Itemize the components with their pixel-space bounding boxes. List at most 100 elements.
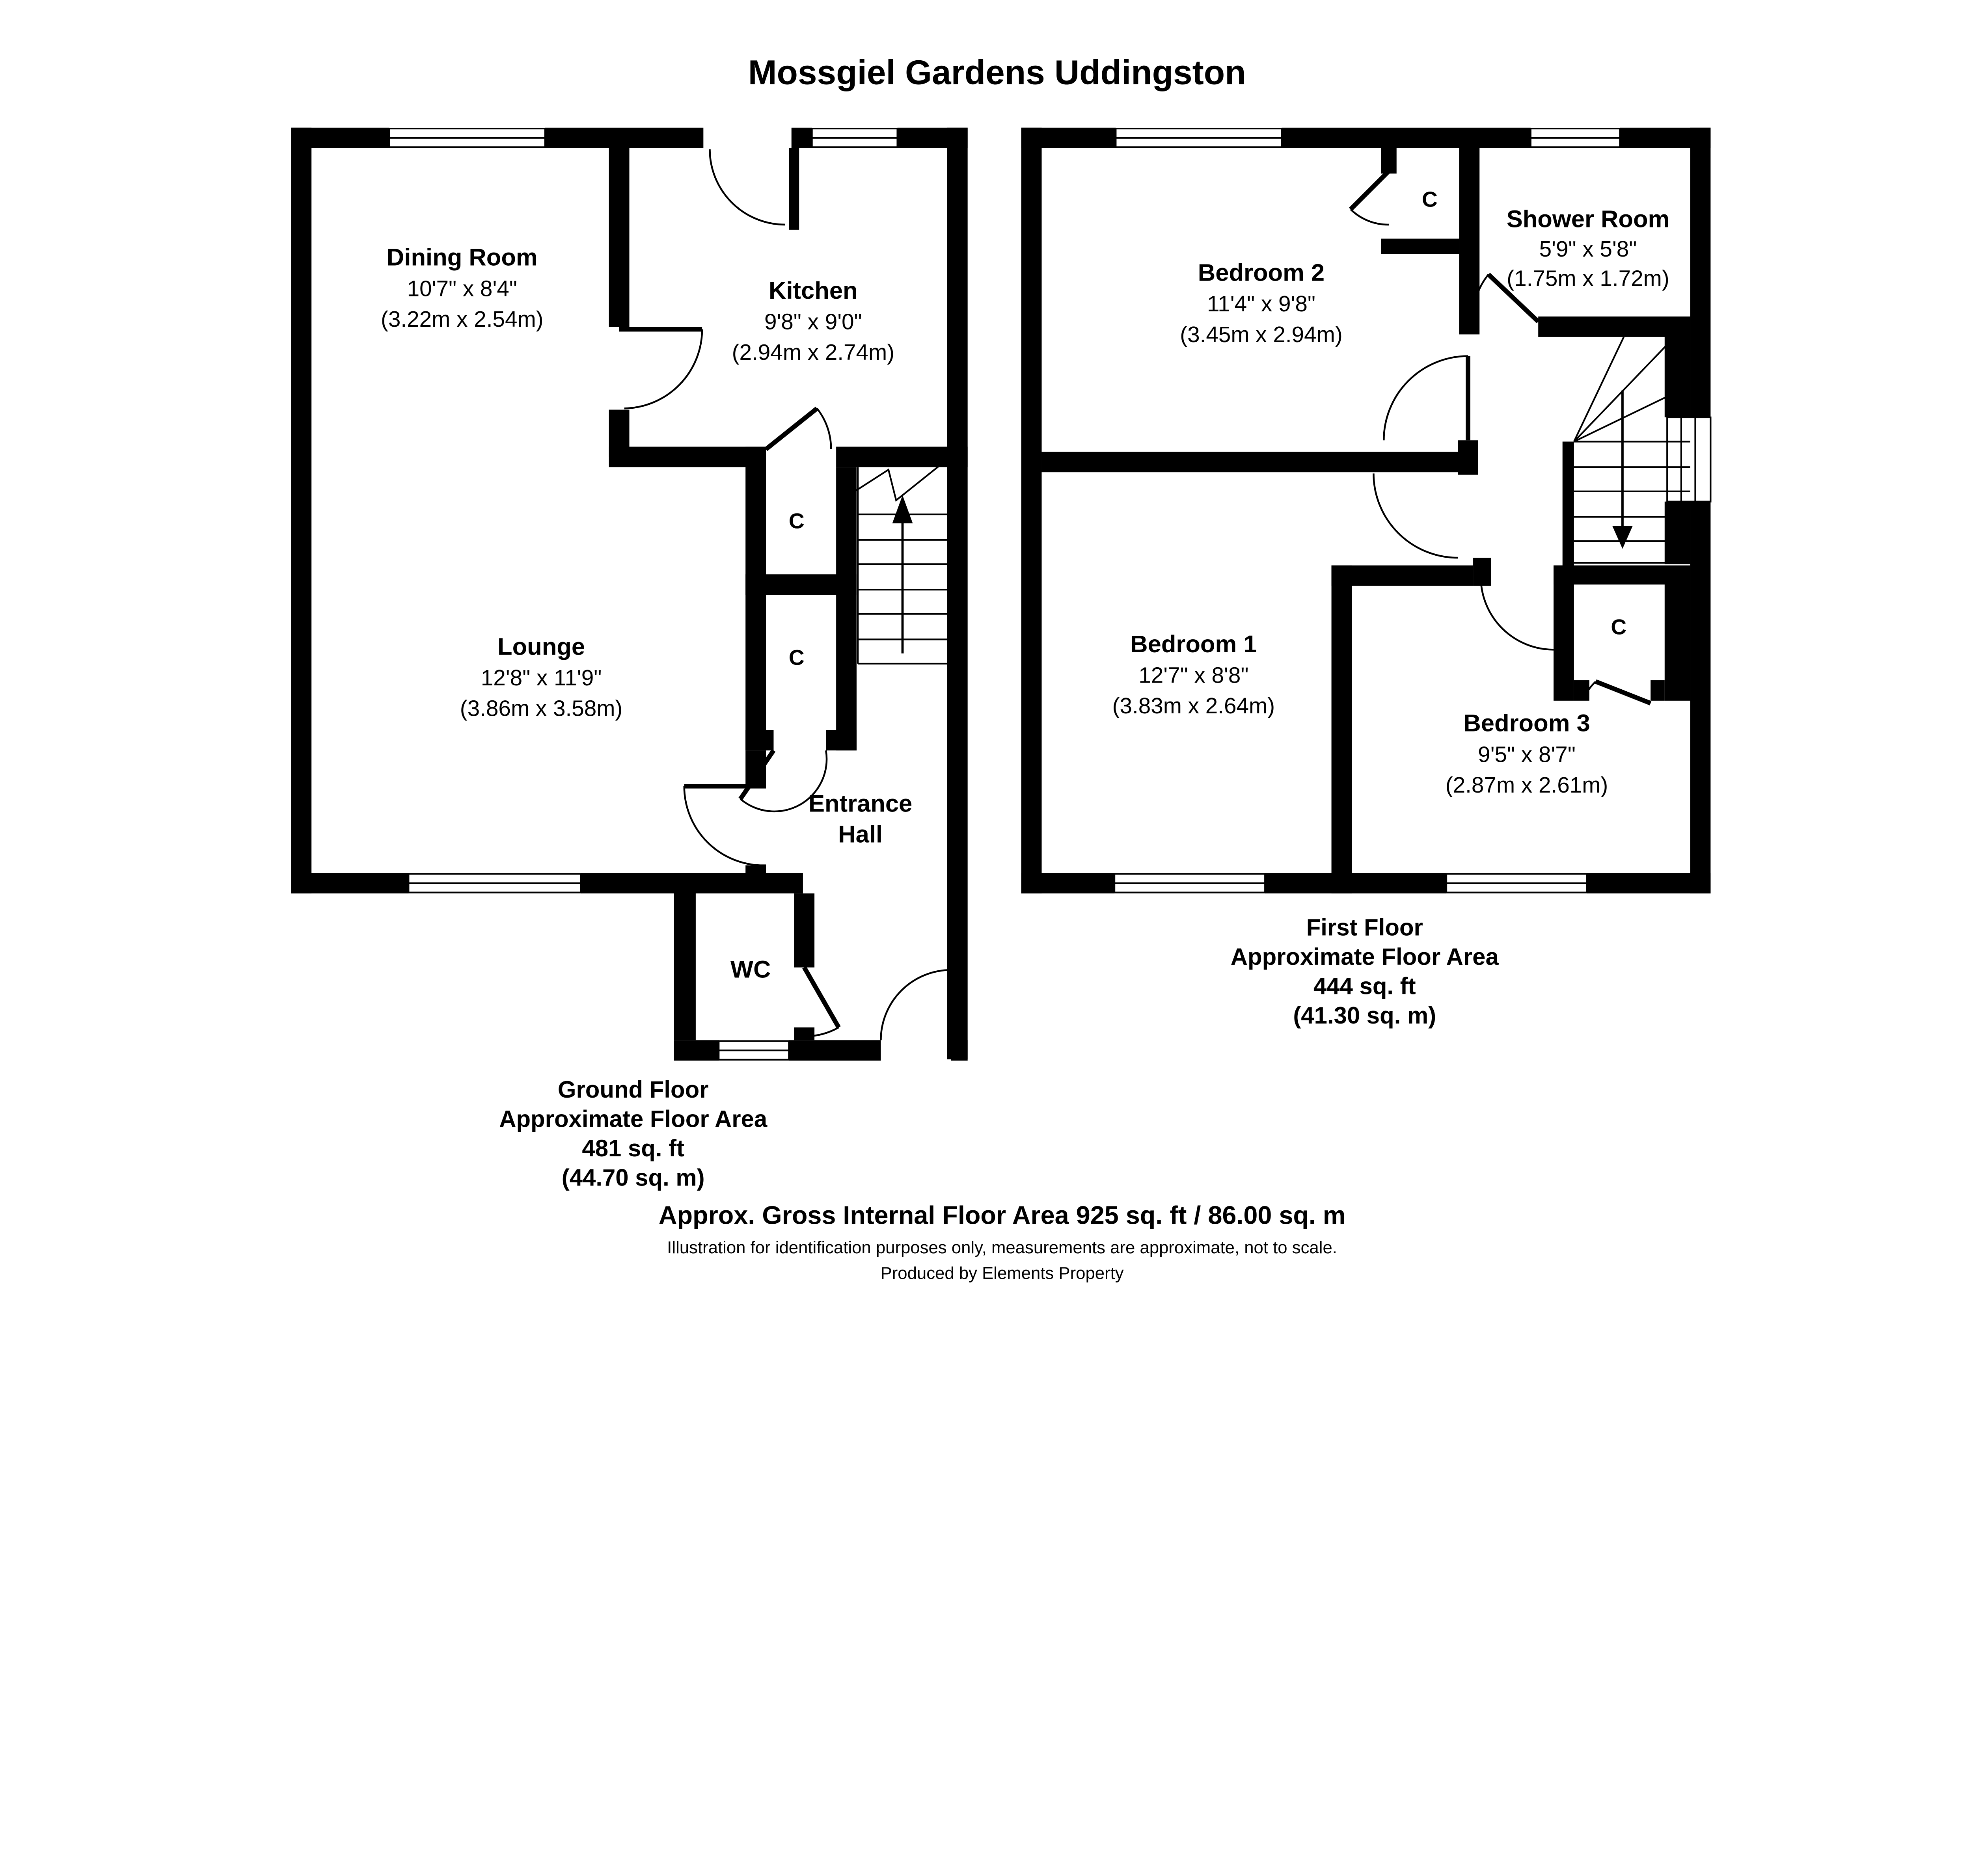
wall-segment [1587, 873, 1711, 893]
wall-segment [1021, 127, 1042, 893]
wall-segment [609, 148, 630, 327]
bedroom2-dims-metric: (3.45m x 2.94m) [1180, 322, 1342, 347]
wall-segment [1331, 565, 1474, 586]
wall-segment [1458, 440, 1478, 475]
stair-winder-line [1573, 344, 1668, 442]
shower-door-leaf [1487, 273, 1540, 324]
closet-top-door-leaf [764, 406, 819, 451]
wall-segment [1690, 501, 1711, 893]
closet-top-door-arc [816, 408, 832, 449]
wall-segment [951, 1040, 968, 1061]
floorplan-canvas: Mossgiel Gardens Uddingston Dining Room … [0, 0, 1971, 1392]
wall-segment [745, 865, 766, 873]
ground-floor-summary-line2: Approximate Floor Area [499, 1106, 768, 1132]
floorplan-page: Mossgiel Gardens Uddingston Dining Room … [0, 0, 1971, 1392]
ground-floor-summary-line3: 481 sq. ft [582, 1135, 684, 1161]
wall-segment [1459, 148, 1480, 335]
ground-floor-summary-line4: (44.70 sq. m) [562, 1164, 705, 1191]
stair-down-arrow-head [1612, 526, 1633, 549]
bedroom3-dims-metric: (2.87m x 2.61m) [1446, 773, 1608, 798]
kitchen-window [811, 127, 898, 148]
wall-segment [1473, 558, 1491, 586]
stair-break-line [852, 459, 948, 502]
wall-segment [1554, 565, 1574, 701]
gross-area-text: Approx. Gross Internal Floor Area 925 sq… [659, 1201, 1346, 1230]
bedroom3-window [1445, 873, 1588, 893]
bedroom1-dims-metric: (3.83m x 2.64m) [1112, 694, 1275, 718]
bedroom1-window [1113, 873, 1266, 893]
lounge-window [408, 873, 582, 893]
bedroom3-dims-imperial: 9'5" x 8'7" [1478, 742, 1576, 767]
closet-top-door-leaf [1349, 169, 1391, 211]
wc-door-arc [804, 1026, 839, 1037]
bedroom1-dims-imperial: 12'7" x 8'8" [1138, 663, 1248, 688]
stairwell-window [1666, 416, 1712, 502]
shower-room-window [1529, 127, 1621, 148]
wall-segment [745, 447, 766, 751]
dining-room-label: Dining Room [387, 244, 538, 271]
kitchen-dims-imperial: 9'8" x 9'0" [764, 309, 862, 334]
shower-room-label: Shower Room [1507, 205, 1670, 233]
lounge-dims-metric: (3.86m x 3.58m) [460, 696, 622, 721]
closet-bottom-door-leaf [738, 749, 776, 800]
stair-winder-line [1573, 337, 1625, 442]
dining-room-dims-imperial: 10'7" x 8'4" [407, 276, 517, 301]
kitchen-label: Kitchen [769, 277, 858, 304]
wall-segment [789, 1040, 881, 1061]
bedroom3-label: Bedroom 3 [1463, 710, 1590, 737]
staircase-down [1573, 337, 1691, 564]
wall-segment [291, 873, 409, 893]
wall-segment [291, 127, 312, 893]
kitchen-dims-metric: (2.94m x 2.74m) [732, 340, 894, 365]
wall-segment [1381, 148, 1397, 174]
wall-segment [836, 447, 968, 467]
wall-segment [789, 148, 799, 230]
page-title: Mossgiel Gardens Uddingston [748, 53, 1246, 92]
wall-segment [1538, 316, 1690, 337]
stair-winder-line [1573, 385, 1691, 443]
wall-segment [1651, 680, 1665, 701]
wall-segment [1574, 680, 1589, 701]
wall-segment [1041, 452, 1458, 473]
gf-closet-bottom-label: C [789, 645, 805, 670]
first-floor-summary-line4: (41.30 sq. m) [1293, 1002, 1436, 1029]
wall-segment [1265, 873, 1447, 893]
bedroom2-label: Bedroom 2 [1198, 259, 1325, 286]
dining-room-dims-metric: (3.22m x 2.54m) [381, 307, 543, 332]
closet-right-door-arc [1582, 681, 1597, 700]
bedroom2-dims-imperial: 11'4" x 9'8" [1207, 292, 1315, 316]
first-floor-summary-line3: 444 sq. ft [1313, 973, 1416, 999]
wall-segment [1282, 127, 1531, 148]
wall-segment [545, 127, 704, 148]
background [0, 0, 1971, 1392]
wall-segment [1381, 238, 1459, 254]
first-floor-summary-line2: Approximate Floor Area [1231, 944, 1499, 970]
closet-top-door-arc [1350, 208, 1389, 226]
staircase-up [852, 459, 948, 665]
wall-segment [1021, 873, 1115, 893]
lounge-door-arc [683, 786, 766, 866]
wall-segment [745, 574, 857, 595]
wall-segment [794, 893, 815, 968]
front-door-arc [880, 969, 951, 1040]
wall-segment [826, 730, 857, 751]
wall-segment [674, 1040, 719, 1061]
wall-segment [791, 127, 812, 148]
wall-segment [1664, 501, 1690, 564]
bedroom2-window [1115, 127, 1283, 148]
wall-segment [794, 1027, 815, 1040]
shower-door-arc [1472, 274, 1489, 319]
closet-bottom-door-arc [740, 750, 828, 813]
wall-segment [1664, 581, 1690, 701]
bedroom3-door-arc [1480, 577, 1554, 651]
wc-door-leaf [802, 966, 841, 1029]
wall-segment [1664, 334, 1690, 417]
ground-floor-summary-line1: Ground Floor [558, 1076, 709, 1103]
wall-segment [1562, 441, 1574, 570]
first-floor-plan [1021, 127, 1712, 893]
wc-label: WC [730, 956, 771, 983]
wall-segment [836, 467, 857, 751]
wall-segment [1690, 127, 1711, 417]
bedroom2-door-arc [1383, 355, 1468, 441]
credit-text: Produced by Elements Property [881, 1264, 1124, 1283]
